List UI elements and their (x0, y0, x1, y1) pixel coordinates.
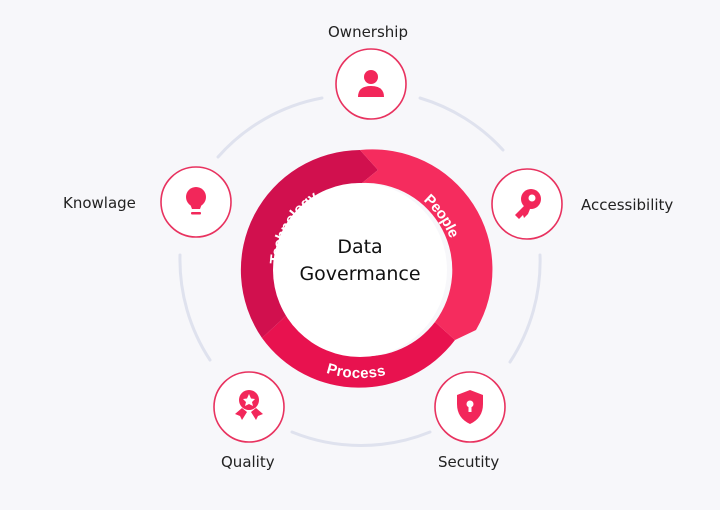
process-ring: Technology People Process (240, 149, 493, 388)
node-label-ownership: Ownership (328, 23, 408, 41)
ring-segment-technology (240, 150, 378, 338)
node-label-knowledge: Knowlage (63, 194, 136, 212)
orbit-ring (178, 96, 542, 447)
node-label-security: Secutity (438, 453, 500, 471)
shield-lock-icon (457, 390, 483, 424)
user-icon (358, 70, 384, 97)
svg-text:Process: Process (325, 360, 387, 382)
node-label-quality: Quality (221, 453, 275, 471)
center-title: Data Govermance (290, 234, 430, 288)
ring-segment-process (262, 312, 455, 388)
key-icon (515, 189, 541, 219)
center-title-line2: Govermance (299, 263, 421, 285)
ring-label-process: Process (325, 360, 387, 382)
node-label-accessibility: Accessibility (581, 196, 674, 214)
center-title-line1: Data (337, 236, 383, 258)
lightbulb-icon (186, 187, 206, 215)
ring-segment-people (360, 149, 493, 340)
award-badge-icon (235, 390, 263, 420)
